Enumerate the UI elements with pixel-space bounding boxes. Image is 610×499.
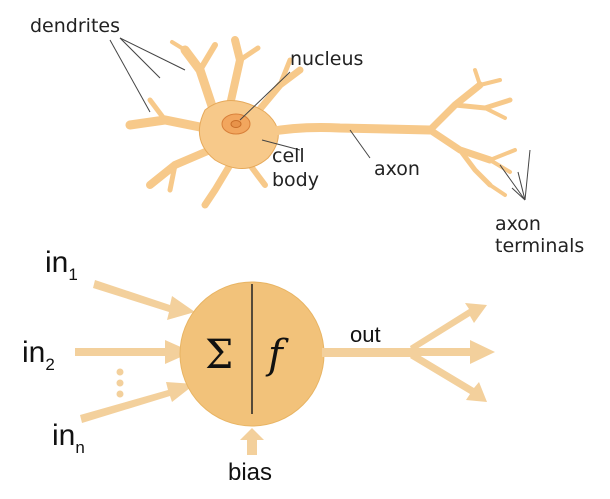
input-arrows bbox=[75, 280, 195, 423]
axon-terminals-label-line2: terminals bbox=[495, 235, 584, 257]
input-label-2: in2 bbox=[22, 336, 55, 374]
artificial-neuron: in1 in2 inn Σ f out bias bbox=[22, 246, 495, 486]
axon-label: axon bbox=[374, 158, 420, 180]
output-arrows bbox=[322, 303, 495, 402]
dendrites-label: dendrites bbox=[30, 15, 120, 37]
input-arrow-2 bbox=[75, 340, 192, 364]
biological-neuron: dendrites nucleus cell body axon axon te… bbox=[30, 15, 584, 257]
axon-terminals bbox=[426, 68, 517, 197]
cell-body bbox=[198, 100, 279, 169]
leader-lines bbox=[109, 37, 531, 201]
input-label-1: in1 bbox=[45, 246, 78, 284]
cell-body-label-line1: cell bbox=[272, 145, 305, 167]
nucleus-label: nucleus bbox=[290, 48, 363, 70]
input-label-n: inn bbox=[52, 419, 85, 457]
axon bbox=[263, 123, 435, 137]
input-arrow-n bbox=[80, 382, 195, 423]
cell-body-label-line2: body bbox=[272, 169, 319, 191]
bias-arrow bbox=[240, 428, 264, 455]
nucleus-inner bbox=[230, 120, 242, 128]
input-arrow-1 bbox=[93, 280, 195, 320]
ellipsis-dots bbox=[116, 368, 124, 398]
axon-terminals-label-line1: axon bbox=[495, 213, 541, 235]
sum-symbol: Σ bbox=[205, 332, 233, 378]
output-label: out bbox=[350, 322, 381, 347]
dendrites bbox=[125, 36, 304, 209]
bias-label: bias bbox=[228, 459, 272, 486]
